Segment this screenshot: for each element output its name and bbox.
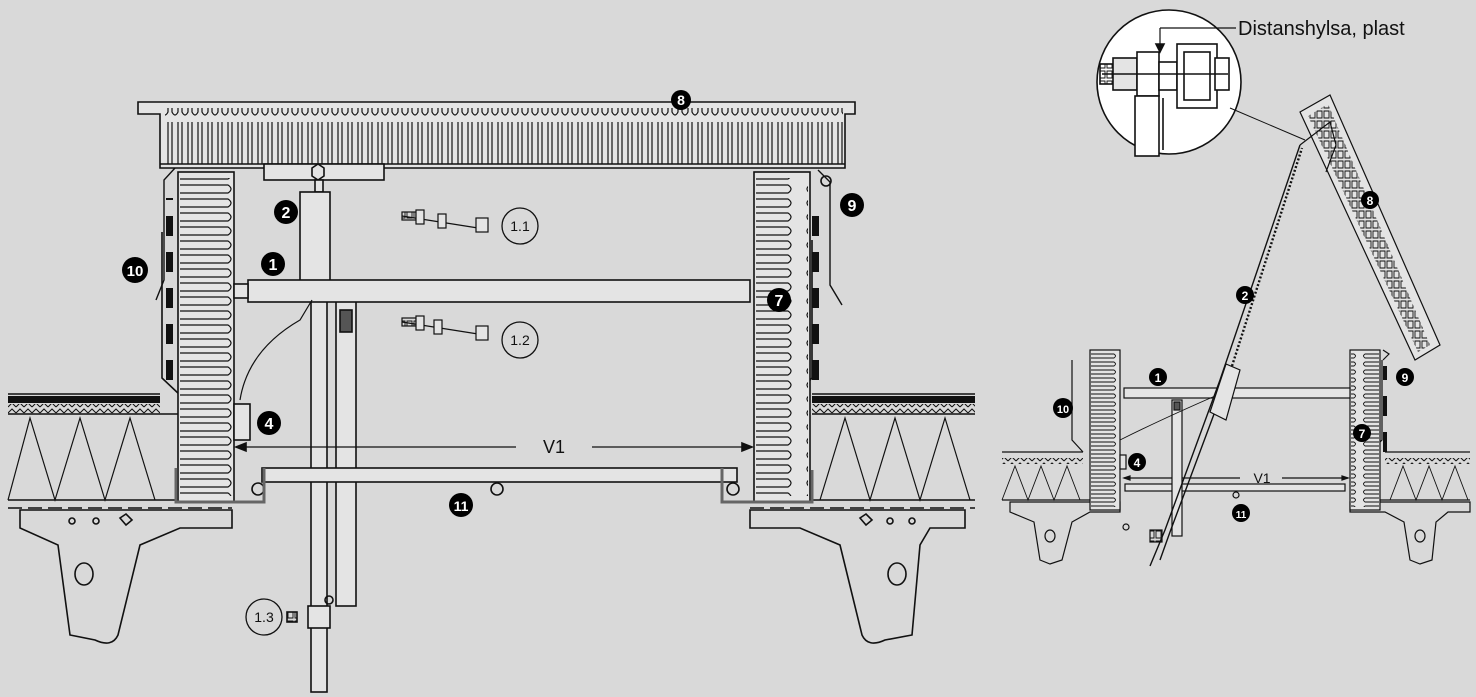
svg-text:1.2: 1.2: [510, 332, 530, 348]
detail-label-8: 8: [1361, 191, 1379, 209]
gas-spring: [263, 163, 385, 693]
svg-text:4: 4: [265, 416, 274, 433]
upstand-left: [155, 161, 235, 503]
detail-open-drawing: [1001, 9, 1471, 567]
label-2: 2: [274, 200, 298, 224]
svg-text:10: 10: [127, 263, 144, 280]
svg-text:8: 8: [1367, 194, 1374, 208]
box-4: [233, 403, 251, 441]
detail-dimension-v1: V1: [1253, 470, 1270, 486]
detail-label-2: 2: [1236, 286, 1254, 304]
svg-text:1: 1: [269, 257, 278, 274]
svg-text:2: 2: [1242, 289, 1249, 303]
label-4: 4: [257, 411, 281, 435]
bolt-1-2: [401, 315, 489, 341]
detail-label-11: 11: [1232, 504, 1250, 522]
bolt-1-1: [401, 209, 489, 233]
label-11: 11: [449, 493, 473, 517]
svg-text:9: 9: [848, 198, 857, 215]
label-10: 10: [122, 257, 148, 283]
svg-text:9: 9: [1402, 371, 1409, 385]
svg-text:11: 11: [1236, 510, 1247, 521]
detail-label-10: 10: [1053, 398, 1073, 418]
svg-text:11: 11: [454, 498, 469, 514]
roof-left: [7, 232, 233, 644]
hatch-lid: [137, 101, 856, 169]
label-1: 1: [261, 252, 285, 276]
label-1-1: 1.1: [501, 207, 539, 245]
label-7: 7: [767, 288, 791, 312]
label-9: 9: [840, 193, 864, 217]
rail-11: [174, 467, 814, 504]
svg-text:7: 7: [1359, 427, 1366, 441]
detail-spacer-bolt: [1099, 27, 1236, 157]
dimension-v1: V1: [543, 437, 565, 457]
svg-text:1: 1: [1155, 371, 1162, 385]
spacer-callout-label: Distanshylsa, plast: [1238, 18, 1405, 40]
detail-label-4: 4: [1128, 453, 1146, 471]
main-section-drawing: [7, 101, 975, 693]
svg-text:8: 8: [677, 92, 685, 108]
detail-label-7: 7: [1353, 424, 1371, 442]
svg-text:10: 10: [1057, 404, 1069, 416]
svg-text:2: 2: [282, 205, 291, 222]
svg-text:1.3: 1.3: [254, 609, 274, 625]
svg-text:7: 7: [775, 293, 784, 310]
upstand-right: [753, 161, 843, 503]
label-1-3: 1.3: [245, 598, 283, 636]
label-1-2: 1.2: [501, 321, 539, 359]
label-8: 8: [671, 90, 691, 110]
svg-text:1.1: 1.1: [510, 218, 530, 234]
svg-text:4: 4: [1134, 456, 1141, 470]
detail-label-9: 9: [1396, 368, 1414, 386]
detail-label-1: 1: [1149, 368, 1167, 386]
beam-1: [247, 279, 751, 303]
